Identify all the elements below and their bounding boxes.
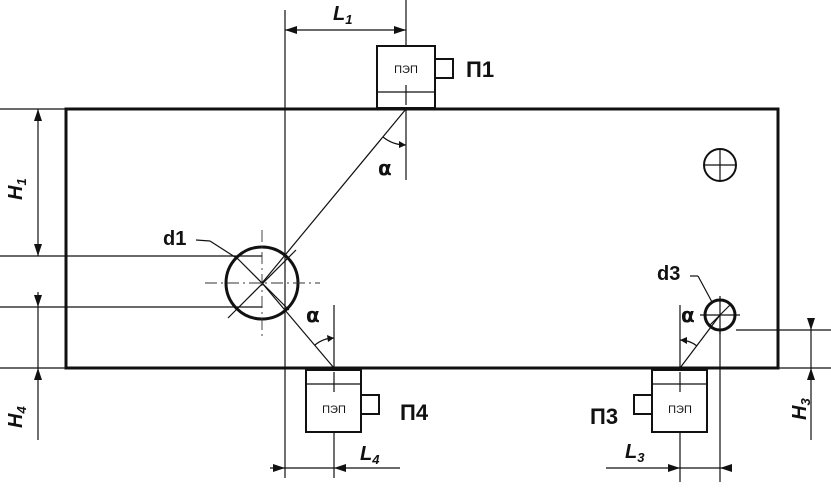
dimension-l1-arrow-right	[394, 26, 406, 34]
angle-label-p1: α	[378, 156, 392, 180]
probe-p3: ПЭП П3	[590, 369, 708, 433]
dimension-h3-arrow-top	[807, 318, 815, 330]
hole-d3-leader-b	[697, 275, 713, 303]
angle-label-p4: α	[306, 303, 320, 327]
dimension-h3-arrow-bottom	[807, 368, 815, 380]
dimension-l3-label: L3	[625, 441, 645, 465]
probe-p1-name: П1	[466, 57, 494, 82]
dimension-h4-arrow-bottom	[34, 368, 42, 380]
dimension-l1-label: L1	[333, 3, 352, 27]
beam-p4	[261, 282, 335, 369]
dimension-l4: L4	[270, 370, 400, 478]
dimension-l3: L3	[606, 330, 732, 482]
probe-p4-connector	[360, 394, 380, 415]
probe-p1-connector	[434, 58, 454, 79]
dimension-h4-label: H4	[5, 406, 29, 428]
dimension-l1-arrow-left	[285, 26, 297, 34]
dimension-h3: H3	[736, 318, 831, 440]
dimension-h1-arrow-bottom	[34, 244, 42, 256]
angle-label-p3: α	[681, 303, 695, 327]
dimension-l3-arrow-right	[720, 464, 732, 472]
angle-arrow-p4	[327, 335, 334, 342]
dimension-h3-label: H3	[789, 398, 813, 420]
dimension-l3-arrow-left	[668, 464, 680, 472]
hole-d1-leader-a	[195, 239, 211, 242]
hole-d1: d1	[163, 228, 320, 336]
probe-p1: ПЭП П1	[376, 45, 494, 109]
dimension-l4-arrow-right	[334, 464, 346, 472]
probe-p4: ПЭП П4	[305, 369, 429, 433]
probe-p1-box-text: ПЭП	[394, 64, 418, 76]
dimension-h1-arrow-top	[34, 109, 42, 121]
reference-hole	[703, 148, 737, 182]
dimension-h1-label: H1	[5, 178, 29, 200]
hole-d3-label: d3	[657, 263, 680, 285]
dimension-h1: H1	[0, 108, 262, 257]
probe-p3-name: П3	[590, 404, 618, 429]
dimension-h4-arrow-top	[34, 295, 42, 307]
angle-arrow-p3	[680, 337, 687, 344]
dimension-l1: L1	[284, 0, 407, 370]
hole-d3: d3	[657, 263, 740, 334]
probe-p4-box-text: ПЭП	[322, 404, 346, 416]
dimension-h4: H4	[0, 292, 262, 440]
probe-p3-connector	[633, 394, 653, 415]
angle-arrow-p1	[399, 141, 406, 148]
dimension-l4-label: L4	[360, 443, 380, 467]
beam-p1	[261, 108, 407, 284]
probe-p4-name: П4	[400, 400, 429, 425]
beam-p3	[679, 314, 721, 369]
probe-p3-box-text: ПЭП	[668, 404, 692, 416]
hole-d1-label: d1	[163, 228, 186, 250]
dimension-l4-arrow-left	[273, 464, 285, 472]
